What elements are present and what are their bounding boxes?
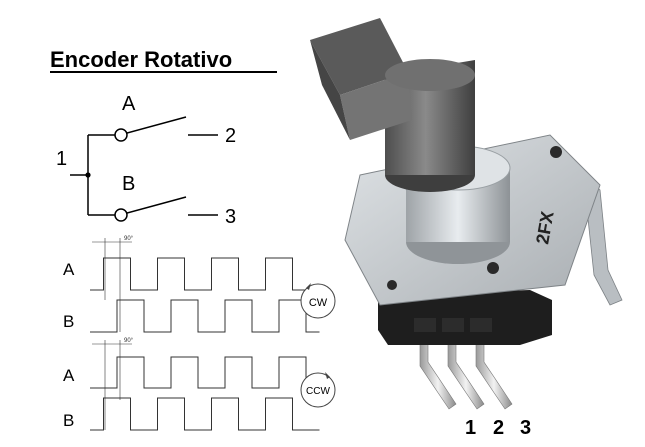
shaft-flat-face xyxy=(340,72,412,140)
switch-a-label: A xyxy=(122,93,136,115)
switch-b-label: B xyxy=(122,173,135,195)
mounting-hole-right xyxy=(487,262,499,274)
cw-phase-label: 90° xyxy=(124,236,134,242)
cw-arrow-icon xyxy=(306,283,311,290)
encoder-photo: 2FX 1 2 3 xyxy=(310,18,623,439)
photo-pin-label-3: 3 xyxy=(520,417,531,439)
cw-timing: 90° A B CW xyxy=(63,236,336,333)
shaft-top xyxy=(385,59,475,91)
pin-housing-2 xyxy=(442,318,464,332)
switch-b-blade xyxy=(126,196,187,214)
photo-pin-label-2: 2 xyxy=(493,417,504,439)
photo-pin-label-1: 1 xyxy=(465,417,476,439)
junction-dot xyxy=(85,172,91,178)
ccw-channel-b-label: B xyxy=(63,411,74,430)
switch-b-pivot xyxy=(114,208,128,222)
mounting-hole-top xyxy=(550,146,562,158)
ccw-channel-a-waveform xyxy=(90,356,320,389)
cw-channel-a-waveform xyxy=(90,257,320,291)
pin-2-label: 2 xyxy=(225,125,236,147)
page-title: Encoder Rotativo xyxy=(50,47,232,72)
shaft-flat-top xyxy=(310,18,408,95)
ccw-timing: 90° A B CCW xyxy=(63,338,336,431)
pin-housing-1 xyxy=(414,318,436,332)
pin-3-label: 3 xyxy=(225,206,236,228)
ccw-arrow-icon xyxy=(325,372,330,379)
cw-channel-b-waveform xyxy=(90,299,320,333)
cw-channel-a-label: A xyxy=(63,260,75,279)
switch-schematic xyxy=(70,116,218,222)
cw-direction-icon xyxy=(300,283,336,319)
cw-direction-label: CW xyxy=(309,297,328,309)
pin-housing-3 xyxy=(470,318,492,332)
ccw-phase-label: 90° xyxy=(124,338,134,344)
shaft-flat-side xyxy=(310,40,350,140)
ccw-direction-label: CCW xyxy=(306,386,330,397)
common-pin-label: 1 xyxy=(56,148,67,170)
mounting-hole-left xyxy=(387,280,397,290)
switch-a-pivot xyxy=(114,128,128,142)
ccw-direction-icon xyxy=(300,372,336,408)
ccw-channel-b-waveform xyxy=(90,397,320,431)
cw-channel-b-label: B xyxy=(63,312,74,331)
switch-a-blade xyxy=(126,116,187,134)
ccw-channel-a-label: A xyxy=(63,366,75,385)
